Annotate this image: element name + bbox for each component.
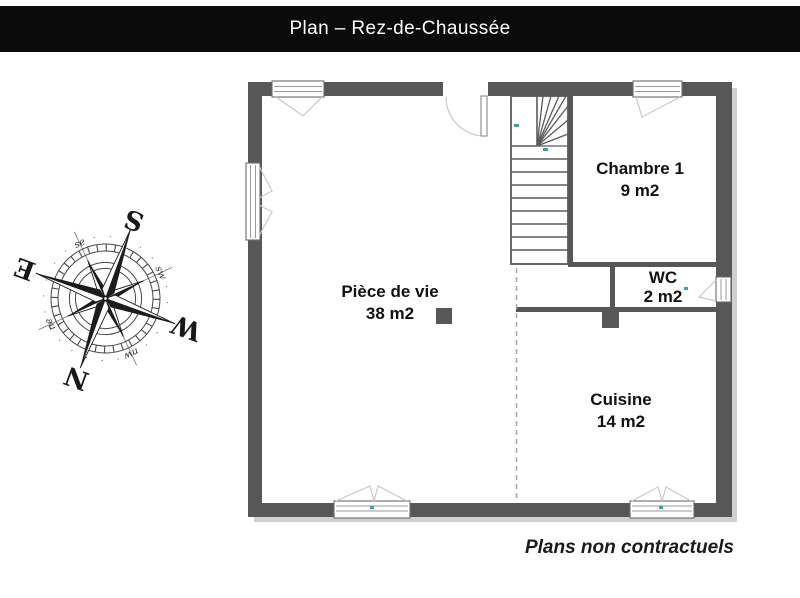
window-bottom-cuisine (629, 486, 695, 519)
wall-chambre-bottom (568, 262, 716, 267)
window-mark (370, 506, 374, 509)
room-label-living: Pièce de vie (341, 282, 438, 301)
compass-label-se: se (73, 236, 88, 251)
room-area-cuisine: 14 m2 (597, 412, 645, 431)
room-label-wc: WC (649, 268, 677, 287)
pillar-living-room (436, 308, 452, 324)
compass-center-dot (104, 297, 107, 300)
window-top-chambre (632, 80, 683, 118)
staircase (510, 95, 569, 265)
window-mark (684, 287, 688, 290)
wall-wc-left (610, 267, 615, 307)
compass-label-sw: sw (152, 264, 168, 281)
door-opening (443, 80, 488, 97)
wall-hall-bottom (516, 307, 716, 312)
window-mark (659, 506, 663, 509)
room-label-cuisine: Cuisine (590, 390, 651, 409)
window-bottom-living (333, 485, 411, 519)
room-labels: Pièce de vie 38 m2 Chambre 1 9 m2 WC 2 m… (341, 159, 684, 431)
room-area-chambre1: 9 m2 (621, 181, 660, 200)
pillar-wc (602, 312, 619, 328)
stair-mark (543, 148, 548, 151)
stair-treads (511, 158, 568, 251)
compass-rose-icon: N S E W ne se sw nw (13, 206, 198, 391)
compass-label-ne: ne (43, 316, 58, 332)
compass-cardinal-arms (35, 228, 176, 369)
plan-shadow-bottom (254, 517, 737, 522)
wall-top (248, 82, 732, 96)
window-top-living (271, 80, 325, 117)
stair-mark (514, 124, 519, 127)
room-label-chambre1: Chambre 1 (596, 159, 684, 178)
disclaimer-text: Plans non contractuels (524, 537, 734, 558)
wall-left (248, 82, 262, 517)
door-swing-arc (445, 96, 485, 137)
door-leaf (480, 95, 488, 137)
plan-shadow-right (732, 88, 737, 522)
plan-interior (248, 82, 732, 517)
entrance-door (443, 80, 488, 137)
window-left-living (245, 162, 273, 241)
stair-winders (536, 95, 569, 147)
room-area-wc: 2 m2 (644, 287, 683, 306)
page-title: Plan – Rez-de-Chaussée (289, 18, 511, 39)
title-bar: Plan – Rez-de-Chaussée (0, 6, 800, 52)
interior-walls (436, 96, 716, 328)
window-right-wc (684, 276, 732, 303)
room-area-living: 38 m2 (366, 304, 414, 323)
wall-chambre-left (568, 96, 573, 264)
